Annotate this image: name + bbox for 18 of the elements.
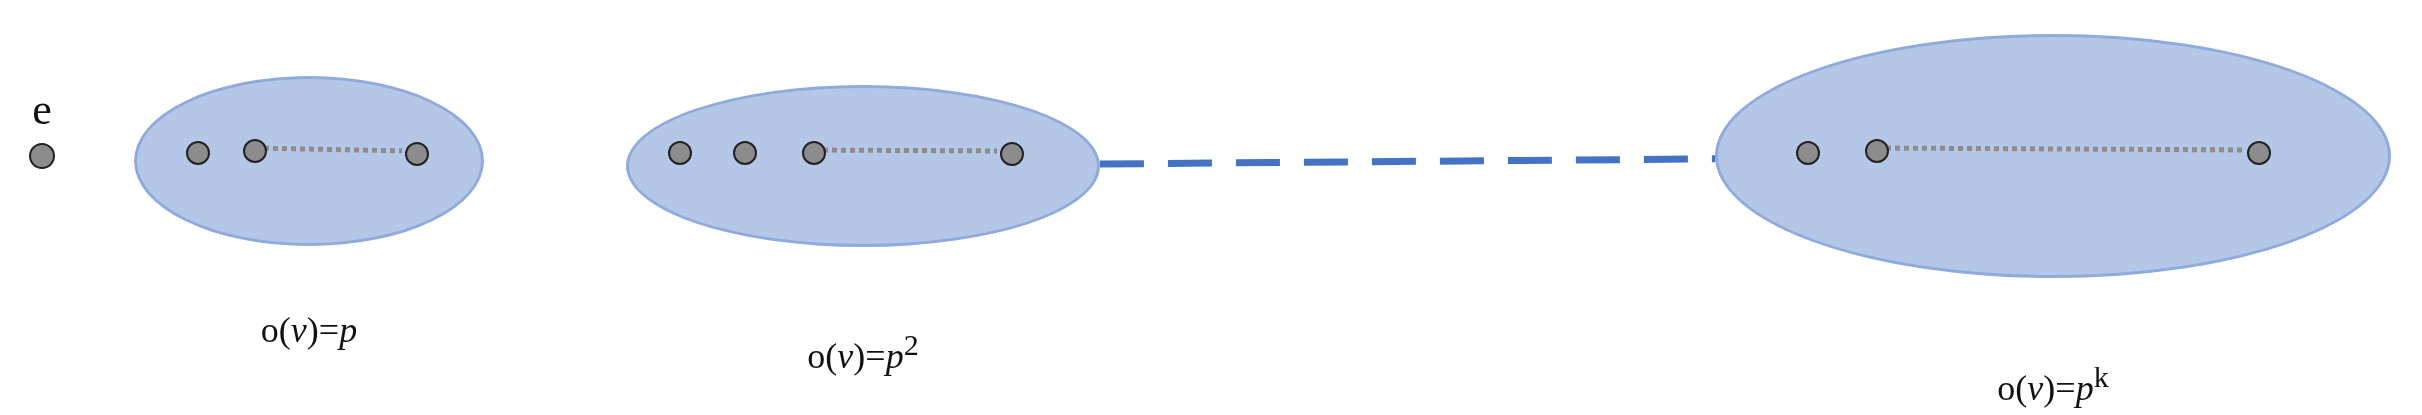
- vertex-dot: [1796, 141, 1820, 165]
- vertex-label: e: [32, 88, 52, 132]
- dotted-line: [823, 147, 997, 154]
- vertex-dot: [29, 143, 55, 169]
- vertex-dot: [2247, 141, 2271, 165]
- order-label: o(v)=p$^{2}$: [807, 330, 919, 374]
- vertex-dot: [802, 141, 826, 165]
- dashed-line: [1099, 155, 1716, 168]
- vertex-dot: [668, 141, 692, 165]
- order-label: o(v)=p: [260, 312, 358, 348]
- vertex-dot: [1865, 139, 1889, 163]
- order-label: o(v)=p$^{k}$: [1997, 362, 2109, 406]
- vertex-dot: [1000, 142, 1024, 166]
- vertex-dot: [405, 142, 429, 166]
- vertex-dot: [186, 141, 210, 165]
- dotted-line: [1886, 145, 2244, 153]
- vertex-dot: [733, 141, 757, 165]
- vertex-dot: [243, 139, 267, 163]
